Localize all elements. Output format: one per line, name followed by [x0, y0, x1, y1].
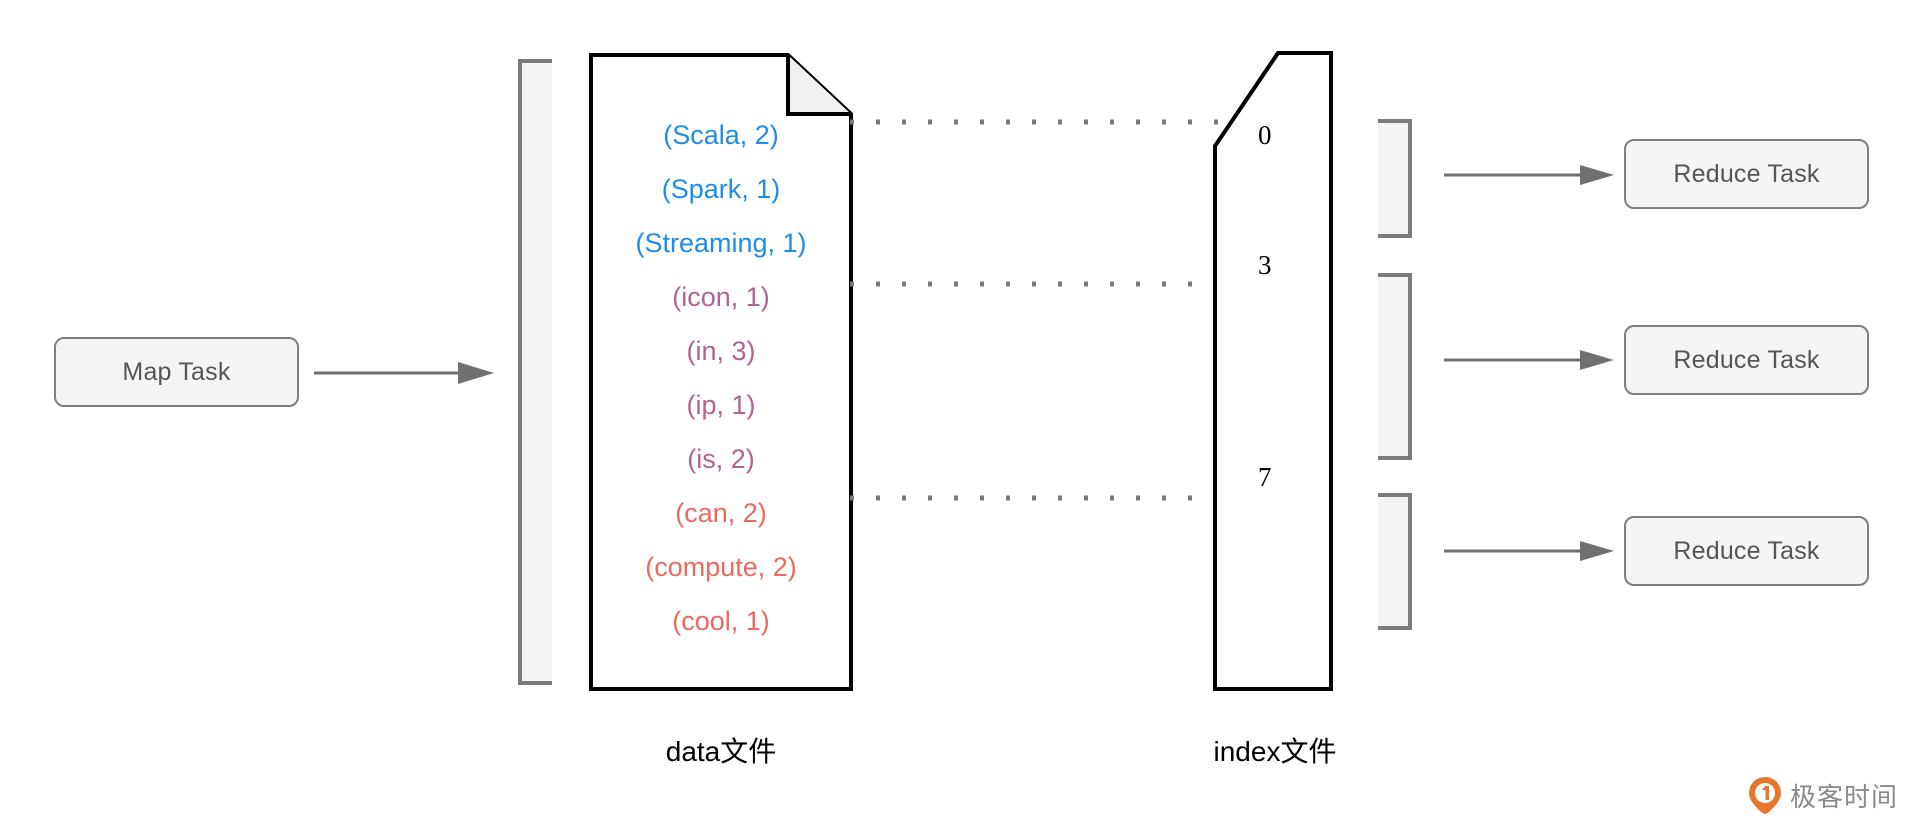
watermark-text: 极客时间 — [1789, 781, 1898, 812]
watermark: 极客时间 — [1748, 776, 1898, 814]
reduce-task-label-2: Reduce Task — [1673, 536, 1820, 565]
index-offset-value-2: 7 — [1258, 462, 1272, 492]
data-file-entry: (Streaming, 1) — [635, 228, 807, 258]
data-file-entry: (Spark, 1) — [661, 174, 781, 204]
dotted-link-offset-0 — [850, 119, 1226, 125]
data-file-entry: (can, 2) — [675, 498, 767, 528]
arrow-to-reduce-1 — [1444, 350, 1614, 370]
data-file-entry: (cool, 1) — [672, 606, 770, 636]
reduce-task-label-1: Reduce Task — [1673, 345, 1820, 374]
dotted-link-offset-3 — [850, 281, 1226, 287]
arrow-to-reduce-0 — [1444, 165, 1614, 185]
map-task-box[interactable]: Map Task — [54, 337, 299, 407]
arrow-map-to-data — [314, 362, 494, 384]
partition-bracket-2 — [1378, 493, 1412, 630]
data-file-bracket — [518, 59, 552, 685]
index-offset-value-0: 0 — [1258, 120, 1272, 150]
index-offset-value-1: 3 — [1258, 250, 1272, 280]
data-file-entry: (in, 3) — [686, 336, 756, 366]
index-file-shape — [1213, 51, 1333, 691]
index-file-caption: index文件 — [1213, 736, 1337, 767]
data-file-entry: (ip, 1) — [686, 390, 756, 420]
data-file-entry: (compute, 2) — [645, 552, 797, 582]
data-file-entry: (is, 2) — [687, 444, 755, 474]
reduce-task-box-0[interactable]: Reduce Task — [1624, 139, 1869, 209]
data-file-caption: data文件 — [665, 736, 777, 767]
data-file-entry: (icon, 1) — [672, 282, 770, 312]
partition-bracket-0 — [1378, 119, 1412, 238]
data-file-shape — [589, 53, 853, 691]
reduce-task-box-1[interactable]: Reduce Task — [1624, 325, 1869, 395]
map-task-label: Map Task — [122, 357, 231, 386]
reduce-task-label-0: Reduce Task — [1673, 159, 1820, 188]
geek-time-pin-icon — [1748, 777, 1781, 814]
arrow-to-reduce-2 — [1444, 541, 1614, 561]
data-file-entries: (Scala, 2) (Spark, 1) (Streaming, 1) (icon,… — [588, 108, 854, 648]
reduce-task-box-2[interactable]: Reduce Task — [1624, 516, 1869, 586]
dotted-link-offset-7 — [850, 495, 1226, 501]
data-file-entry: (Scala, 2) — [663, 120, 779, 150]
partition-bracket-1 — [1378, 273, 1412, 460]
